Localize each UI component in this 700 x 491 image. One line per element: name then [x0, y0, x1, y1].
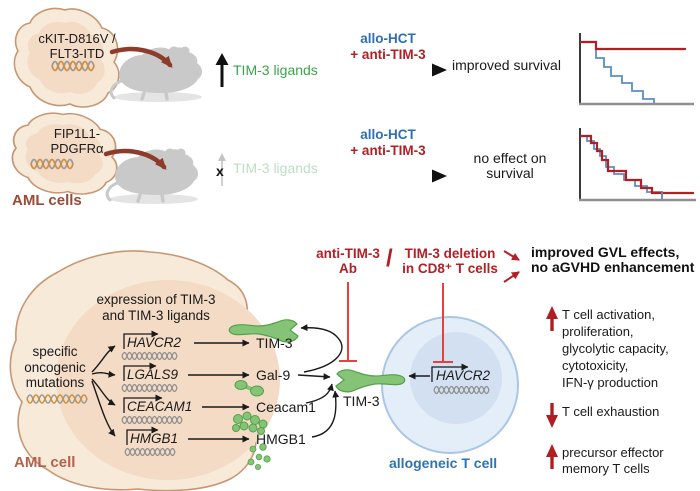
outcome-line: no effect on [473, 150, 547, 166]
intervention-line: anti-TIM-3 [316, 246, 380, 261]
up-arrow-icon [546, 444, 558, 469]
mutations-line: specific [32, 344, 78, 359]
aml-cell2-label: FIP1L1- PDGFRα [27, 126, 127, 156]
mutations-label: specific oncogenic mutations [18, 344, 92, 391]
mutation-name: cKIT-D816V / [38, 31, 116, 46]
ceacam1-protein [232, 411, 268, 435]
effect-line: IFN-γ production [562, 375, 659, 390]
product-gal9: Gal-9 [256, 367, 291, 383]
inject-arrow [109, 46, 173, 69]
effect-memory: precursor effector memory T cells [562, 445, 664, 476]
aml-cells-label: AML cells [12, 192, 82, 209]
anti-tim3-label: + anti-TIM-3 [350, 143, 426, 158]
inhibition-bar-antibody [339, 282, 357, 362]
gene-havcr2: HAVCR2 [127, 335, 182, 350]
treatment-arrow [344, 169, 447, 183]
gene-product-arrows [188, 339, 250, 443]
effect-line: T cell exhaustion [562, 404, 660, 419]
intervention-line: Ab [339, 261, 357, 276]
tim3-protein-aml [228, 319, 299, 343]
effect-exhaustion: T cell exhaustion [562, 403, 659, 420]
mutation-name: PDGFRα [50, 141, 104, 156]
product-hmgb1: HMGB1 [256, 431, 306, 447]
outcome-line: survival [486, 165, 534, 181]
mouse-icon [109, 46, 203, 102]
gvl-outcome-label: improved GVL effects, no aGVHD enhanceme… [531, 245, 694, 275]
allo-hct-label: allo-HCT [360, 31, 416, 46]
dna-icon [51, 60, 95, 72]
treatment-label-1: allo-HCT + anti-TIM-3 [338, 31, 438, 63]
gene-ceacam1: CEACAM1 [127, 399, 193, 414]
effect-activation-list: T cell activation, proliferation, glycol… [562, 306, 669, 391]
branch-arrows [91, 345, 116, 437]
mutations-line: mutations [25, 375, 85, 390]
effect-line: cytotoxicity, [562, 358, 629, 373]
gene-dna-icons [121, 351, 490, 457]
effect-line: T cell activation, [562, 307, 655, 322]
effect-line: memory T cells [562, 460, 650, 476]
product-ceacam1: Ceacam1 [256, 399, 316, 415]
mutation-name: FLT3-ITD [49, 46, 105, 61]
allo-hct-label: allo-HCT [360, 127, 416, 142]
gal9-protein [234, 380, 264, 397]
tim3-receptor-label: TIM-3 [343, 393, 380, 409]
product-tim3: TIM-3 [256, 335, 293, 351]
aml-cell1-label: cKIT-D816V / FLT3-ITD [27, 31, 127, 61]
outcome-no-effect: no effect on survival [458, 151, 562, 181]
gvl-line: improved GVL effects, [531, 244, 680, 260]
tim3-ligands-label-faded: TIM-3 ligands [233, 160, 318, 176]
t-cell-shape [381, 316, 519, 454]
gvl-line: no aGVHD enhancement [531, 259, 695, 275]
effect-line: precursor effector [562, 445, 664, 460]
treatment-arrow [344, 63, 447, 77]
outcome-chevron-arrows [503, 250, 520, 283]
anti-tim3-label: + anti-TIM-3 [350, 47, 426, 62]
inject-arrow [103, 148, 167, 171]
tim3-receptor-tcell [335, 369, 406, 393]
aml-cell-1-blob [13, 7, 120, 108]
outcome-improved-survival: improved survival [452, 57, 561, 73]
blocked-up-arrow-icon [218, 153, 226, 186]
dna-icon [30, 158, 74, 170]
hmgb1-protein-dots [247, 443, 271, 470]
ligand-receptor-arrows [297, 324, 430, 438]
down-arrow-icon [546, 403, 558, 428]
gene-promoter-icons [123, 330, 469, 445]
aml-cell-label: AML cell [14, 454, 76, 471]
effect-line: glycolytic capacity, [562, 341, 669, 356]
gene-lgals9: LGALS9 [127, 367, 179, 382]
expression-label: expression of TIM-3 and TIM-3 ligands [94, 292, 218, 324]
effect-line: proliferation, [562, 324, 634, 339]
mutations-line: oncogenic [24, 359, 86, 375]
treatment-label-2: allo-HCT + anti-TIM-3 [338, 127, 438, 159]
survival-plots [579, 33, 696, 202]
intervention-line: TIM-3 deletion [404, 246, 496, 261]
dna-icon [26, 394, 88, 404]
up-arrow-icon [546, 306, 558, 331]
up-arrow-icon [215, 53, 229, 87]
gene-havcr2-tcell: HAVCR2 [436, 368, 491, 383]
mouse-icon [105, 148, 199, 204]
tim3-deletion-label: TIM-3 deletion in CD8⁺ T cells [398, 246, 502, 276]
mutation-name: FIP1L1- [53, 126, 101, 141]
expression-line: and TIM-3 ligands [102, 308, 210, 323]
intervention-line: in CD8⁺ T cells [402, 261, 498, 276]
tim3-ligands-label: TIM-3 ligands [233, 62, 318, 78]
gene-hmgb1: HMGB1 [130, 431, 179, 446]
inhibition-bar-deletion [433, 283, 453, 363]
allogeneic-tcell-label: allogeneic T cell [389, 455, 498, 471]
expression-line: expression of TIM-3 [96, 292, 216, 307]
blocked-x-mark: x [216, 163, 224, 179]
separator-slash: / [386, 245, 393, 272]
anti-tim3-ab-label: anti-TIM-3 Ab [303, 246, 393, 276]
